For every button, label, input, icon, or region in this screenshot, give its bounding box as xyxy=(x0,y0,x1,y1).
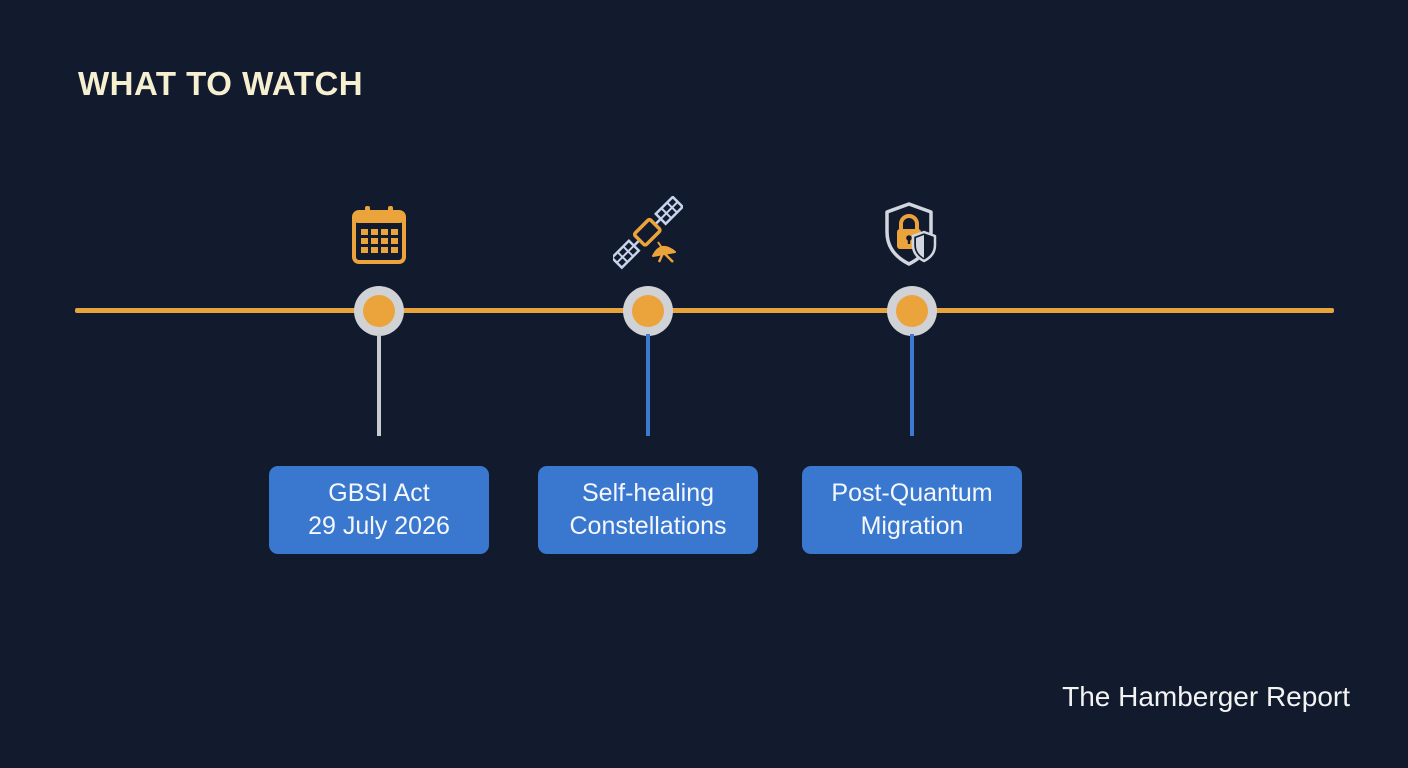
milestone-post-quantum: Post-Quantum Migration xyxy=(792,0,1032,768)
timeline-line xyxy=(75,308,1334,313)
shield-lock-icon xyxy=(885,202,937,266)
satellite-icon xyxy=(613,196,683,270)
page-title: WHAT TO WATCH xyxy=(78,65,364,102)
milestone-label-line: 29 July 2026 xyxy=(308,512,450,540)
timeline-node xyxy=(887,286,937,336)
milestone-label-line: Self-healing xyxy=(581,479,715,507)
milestone-label: Post-Quantum Migration xyxy=(831,477,992,543)
milestone-label-box: Post-Quantum Migration xyxy=(802,466,1022,554)
milestone-label: Self-healing Constellations xyxy=(569,477,726,543)
timeline-stem xyxy=(646,334,650,436)
footer-brand: The Hamberger Report xyxy=(1062,681,1350,712)
timeline-stem xyxy=(910,334,914,436)
milestone-self-healing: Self-healing Constellations xyxy=(528,0,768,768)
milestone-label-line: GBSI Act xyxy=(328,479,430,507)
timeline-node xyxy=(354,286,404,336)
calendar-icon xyxy=(352,206,406,264)
timeline-node xyxy=(623,286,673,336)
milestone-label-line: Constellations xyxy=(569,512,727,540)
milestone-label-line: Migration xyxy=(860,512,964,540)
timeline-stem xyxy=(377,334,381,436)
milestone-label-box: Self-healing Constellations xyxy=(538,466,758,554)
milestone-gbsi-act: GBSI Act 29 July 2026 xyxy=(259,0,499,768)
milestone-label-line: Post-Quantum xyxy=(831,479,993,507)
milestone-label-box: GBSI Act 29 July 2026 xyxy=(269,466,489,554)
milestone-label: GBSI Act 29 July 2026 xyxy=(308,477,450,543)
